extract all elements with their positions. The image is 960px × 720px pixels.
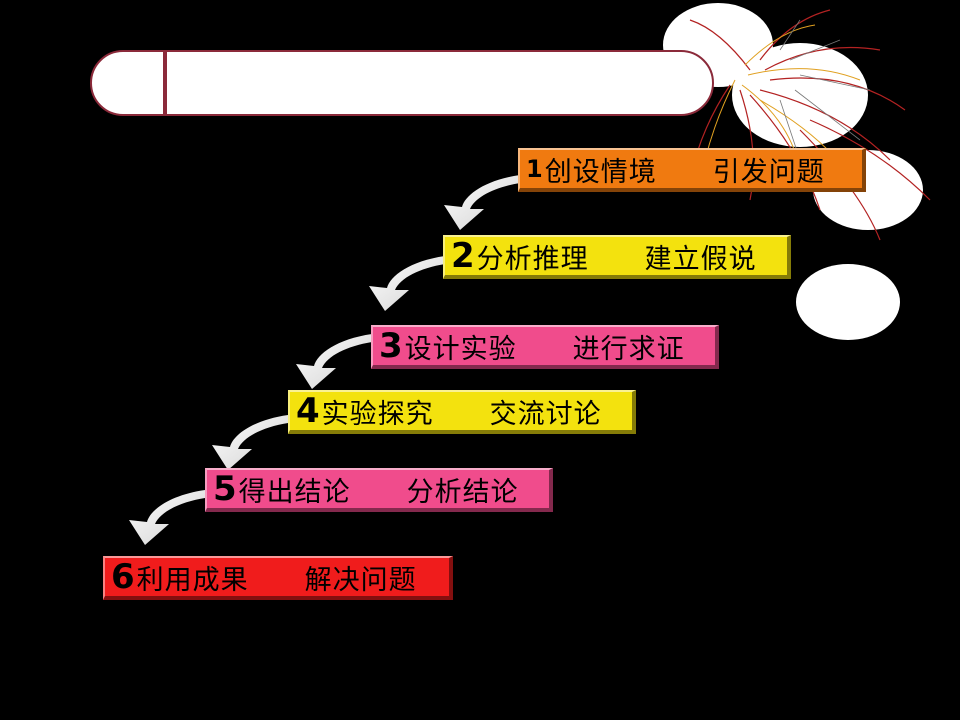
- step-number: 4: [296, 391, 320, 431]
- step-6-box: 6 利用成果 解决问题: [103, 556, 453, 600]
- step-3-box: 3 设计实验 进行求证: [371, 325, 719, 369]
- step-number: 2: [451, 236, 475, 276]
- step-number: 5: [213, 469, 237, 509]
- step-label: 分析推理 建立假说: [476, 243, 757, 275]
- step-5-box: 5 得出结论 分析结论: [205, 468, 553, 512]
- step-number: 6: [111, 557, 135, 597]
- step-number: 1: [526, 155, 543, 183]
- step-label: 设计实验 进行求证: [404, 333, 685, 365]
- banner-divider: [163, 50, 167, 116]
- step-label: 实验探究 交流讨论: [321, 398, 602, 430]
- step-1-box: 1 创设情境 引发问题: [518, 148, 866, 192]
- step-2-box: 2 分析推理 建立假说: [443, 235, 791, 279]
- step-label: 创设情境 引发问题: [544, 156, 825, 188]
- step-label: 得出结论 分析结论: [238, 476, 519, 508]
- title-banner: [90, 50, 714, 116]
- step-label: 利用成果 解决问题: [136, 564, 417, 596]
- step-number: 3: [379, 326, 403, 366]
- step-4-box: 4 实验探究 交流讨论: [288, 390, 636, 434]
